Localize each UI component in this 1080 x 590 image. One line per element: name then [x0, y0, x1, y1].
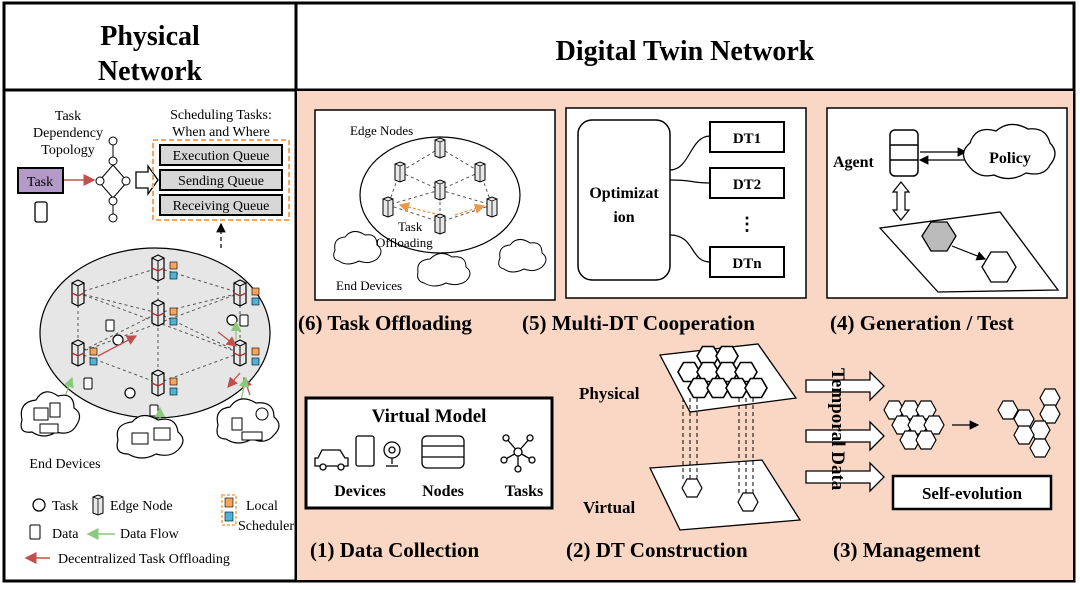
execution-queue-label: Execution Queue — [173, 149, 270, 164]
sending-queue-label: Sending Queue — [178, 174, 264, 189]
phone-icon — [34, 201, 48, 223]
virtual-hex-right — [737, 492, 759, 512]
legend-data: Data — [52, 527, 79, 542]
sched-1: Scheduling Tasks: — [170, 108, 272, 123]
optimization-label-2: ion — [613, 209, 634, 226]
legend-task-icon — [32, 498, 46, 512]
physical-title-2: Network — [98, 56, 203, 87]
label-data-collection: (1) Data Collection — [310, 538, 479, 562]
task-box-label: Task — [27, 175, 53, 190]
execution-queue — [159, 144, 283, 166]
legend-local: Local — [246, 499, 278, 514]
task-box — [17, 167, 64, 194]
receiving-queue — [159, 194, 283, 216]
task-dependency-dag — [95, 136, 131, 223]
physical-title-1: Physical — [100, 21, 200, 52]
offload-end-devices: End Devices — [336, 278, 402, 293]
label-dt-construction: (2) DT Construction — [566, 538, 748, 562]
self-evolution-box — [891, 474, 1053, 511]
optimization-label-1: Optimizat — [589, 185, 659, 202]
database-icon — [889, 129, 919, 177]
vm-nodes: Nodes — [422, 483, 464, 500]
legend-data-flow: Data Flow — [120, 527, 180, 542]
task-dep-1: Task — [55, 109, 81, 124]
label-management: (3) Management — [833, 538, 981, 562]
vm-tasks: Tasks — [505, 483, 544, 500]
dtn-title: Digital Twin Network — [556, 36, 815, 67]
sending-queue — [159, 169, 283, 191]
label-generation: (4) Generation / Test — [830, 311, 1014, 335]
policy-cloud — [962, 123, 1056, 180]
sched-2: When and Where — [172, 125, 270, 140]
vm-devices: Devices — [334, 483, 386, 500]
legend-scheduler: Scheduler — [238, 519, 294, 534]
legend-edge-node: Edge Node — [110, 499, 173, 514]
offload-offloading: Offloading — [376, 235, 433, 250]
policy-label: Policy — [989, 150, 1031, 167]
dt-ellipsis: ⋮ — [738, 214, 756, 234]
virtual-hex-left — [681, 478, 703, 498]
temporal-data-label: Temporal Data — [827, 368, 848, 491]
task-dep-3: Topology — [41, 143, 94, 158]
task-dep-2: Dependency — [33, 126, 103, 141]
mgmt-hex-cluster-1 — [883, 400, 945, 450]
car-icon — [314, 449, 349, 471]
local-scheduler-box — [152, 139, 290, 221]
label-multi-dt: (5) Multi-DT Cooperation — [522, 311, 755, 335]
phone-device-icon — [355, 435, 375, 467]
offload-edge-nodes: Edge Nodes — [350, 123, 413, 138]
temporal-arrows — [805, 370, 885, 493]
virtual-model-title: Virtual Model — [372, 406, 487, 427]
target-hex-icon — [981, 251, 1017, 283]
tasks-graph-icon — [500, 434, 536, 473]
receiving-queue-label: Receiving Queue — [173, 199, 270, 214]
offload-task: Task — [398, 219, 423, 234]
end-devices-label: End Devices — [29, 457, 100, 472]
self-evolution-label: Self-evolution — [922, 484, 1023, 503]
legend-task: Task — [52, 499, 78, 514]
webcam-icon — [383, 441, 401, 467]
legend-edge-node-icon — [92, 494, 104, 516]
virtual-plane — [648, 459, 802, 531]
dt1-box — [709, 121, 785, 153]
agent-label: Agent — [833, 154, 875, 171]
dt2-label: DT2 — [733, 177, 761, 193]
label-task-offloading: (6) Task Offloading — [298, 311, 472, 335]
mgmt-hex-cluster-2 — [997, 388, 1061, 458]
construction-virtual: Virtual — [583, 498, 636, 517]
legend-offloading: Decentralized Task Offloading — [58, 552, 230, 567]
legend-local-blue — [224, 511, 234, 522]
legend-data-icon — [29, 524, 41, 540]
physical-edge-network — [39, 247, 271, 430]
optimization-box — [577, 119, 671, 281]
bidirectional-arrow — [891, 181, 911, 221]
dt2-box — [709, 167, 785, 199]
legend-local-orange — [224, 497, 234, 508]
dt1-label: DT1 — [733, 131, 761, 147]
construction-physical: Physical — [579, 384, 640, 403]
source-hex-icon — [921, 221, 957, 252]
dtn-label: DTn — [732, 256, 762, 272]
nodes-database-icon — [421, 435, 465, 469]
dtn-box — [709, 246, 785, 278]
